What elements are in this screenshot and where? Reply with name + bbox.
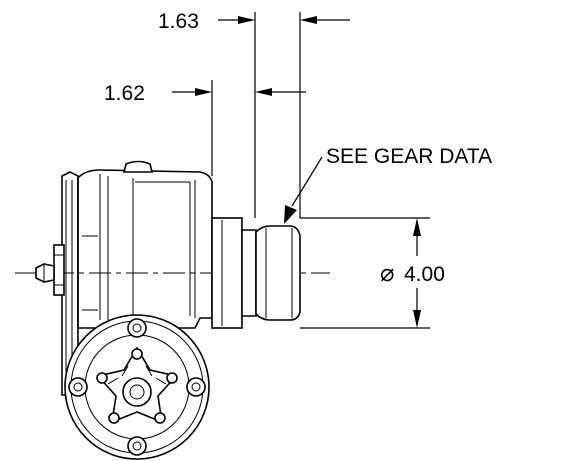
dimension-label-side: 1.62 [104,82,145,105]
dimension-diameter [300,217,430,329]
dimension-top [218,12,350,218]
dimension-side [172,80,306,176]
gearbox-housing [35,160,213,396]
input-flange [64,314,210,460]
diameter-label: 4.00 [404,263,445,286]
callout-leader [284,156,323,224]
output-shaft [211,217,301,329]
diameter-symbol: ⌀ [380,260,394,287]
dimension-label-top: 1.63 [158,10,199,33]
callout-label: SEE GEAR DATA [326,145,492,168]
